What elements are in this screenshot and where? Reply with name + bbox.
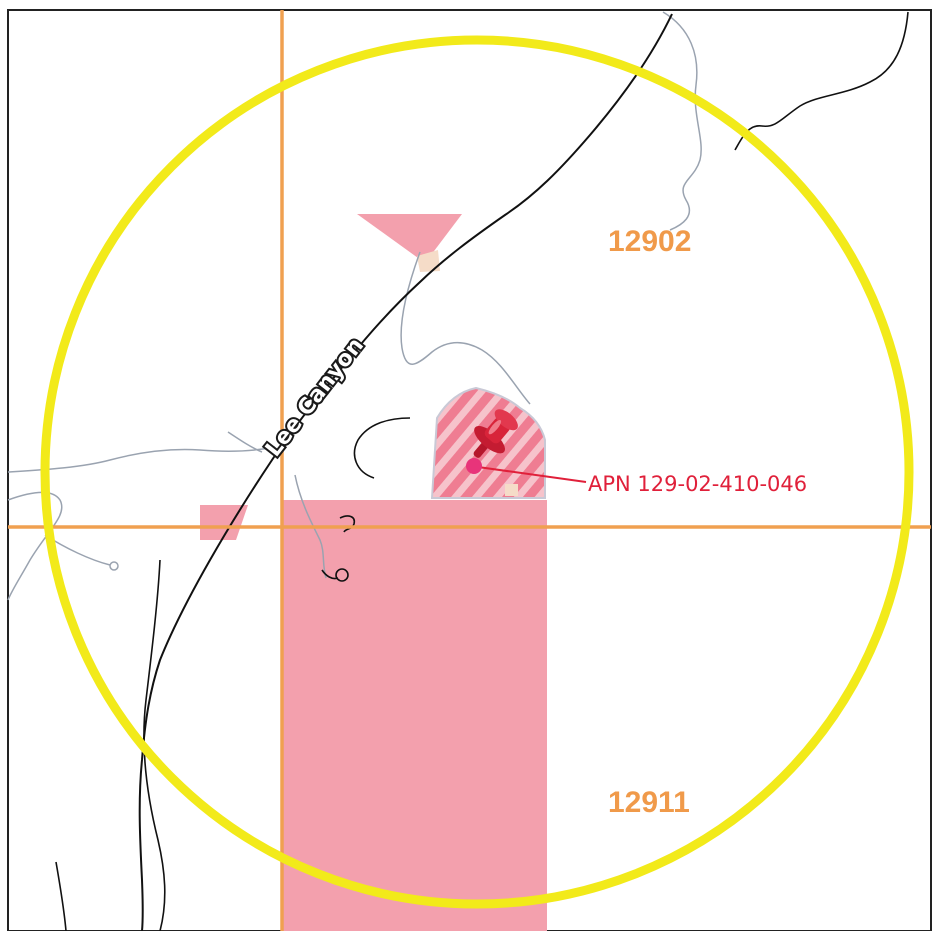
road-label-lee-canyon: Lee Canyon	[261, 333, 369, 461]
trail-north-east	[734, 11, 909, 151]
trail-marker-a	[339, 515, 356, 533]
parcel-corner-tan	[417, 250, 440, 272]
stream-near-parcel	[400, 251, 531, 405]
parcel-triangle-north[interactable]	[357, 214, 462, 263]
trail-southwest-a	[143, 559, 166, 931]
stream-south-west	[7, 491, 63, 601]
buffer-ring	[40, 35, 914, 909]
map-border	[7, 9, 932, 931]
stream-north-east	[662, 11, 702, 231]
push-pin-icon[interactable]	[461, 402, 525, 469]
stream-pool	[109, 561, 119, 571]
stream-west-branch	[227, 431, 263, 453]
trail-southwest-b	[55, 861, 67, 931]
trail-hook	[353, 417, 411, 479]
trail-marker-circle	[335, 568, 349, 582]
parcel-large-south[interactable]	[283, 500, 547, 931]
parcel-small-west[interactable]	[200, 505, 248, 540]
grid-label-south-east: 12911	[608, 786, 690, 819]
stream-south-central	[294, 474, 327, 579]
subject-parcel-tan-spot	[505, 484, 518, 496]
callout-leader-line	[477, 466, 587, 483]
callout-dot	[466, 458, 482, 474]
grid-label-north-east: 12902	[608, 225, 691, 258]
stream-west	[7, 446, 276, 473]
parcel-callout-apn: APN 129-02-410-046	[588, 472, 807, 496]
